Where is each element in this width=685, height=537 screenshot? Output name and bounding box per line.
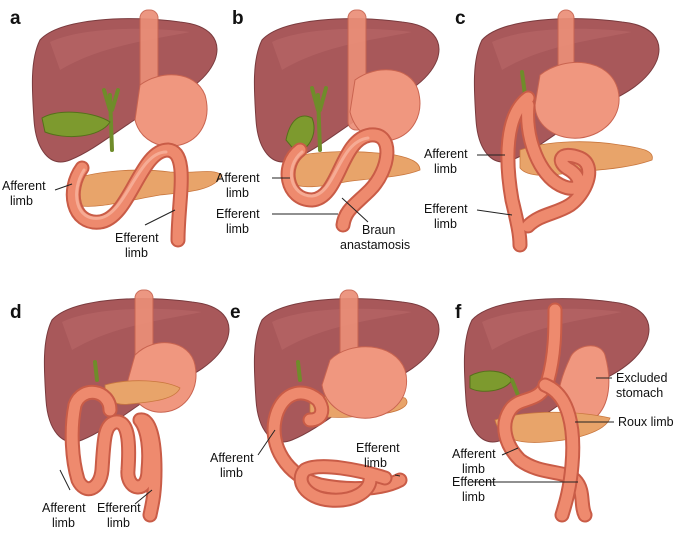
panel-f-letter: f	[455, 302, 462, 323]
panel-d-letter: d	[10, 302, 22, 323]
panel-e-stomach	[321, 346, 407, 419]
panel-f-roux-label: Roux limb	[618, 415, 674, 429]
panel-a-stomach	[134, 74, 208, 147]
panel-c-stomach	[534, 62, 620, 139]
panel-c-bile-duct	[520, 70, 527, 97]
panel-b-bile-duct	[310, 86, 328, 152]
panel-a-bile-duct	[102, 88, 120, 152]
panel-a-letter: a	[10, 8, 21, 29]
panel-d-bile-duct	[93, 360, 99, 382]
panel-c-letter: c	[455, 8, 466, 29]
panel-e-bile-duct	[296, 360, 302, 382]
panel-e-letter: e	[230, 302, 241, 323]
panel-b-letter: b	[232, 8, 244, 29]
panel-a-gallbladder	[41, 111, 111, 138]
